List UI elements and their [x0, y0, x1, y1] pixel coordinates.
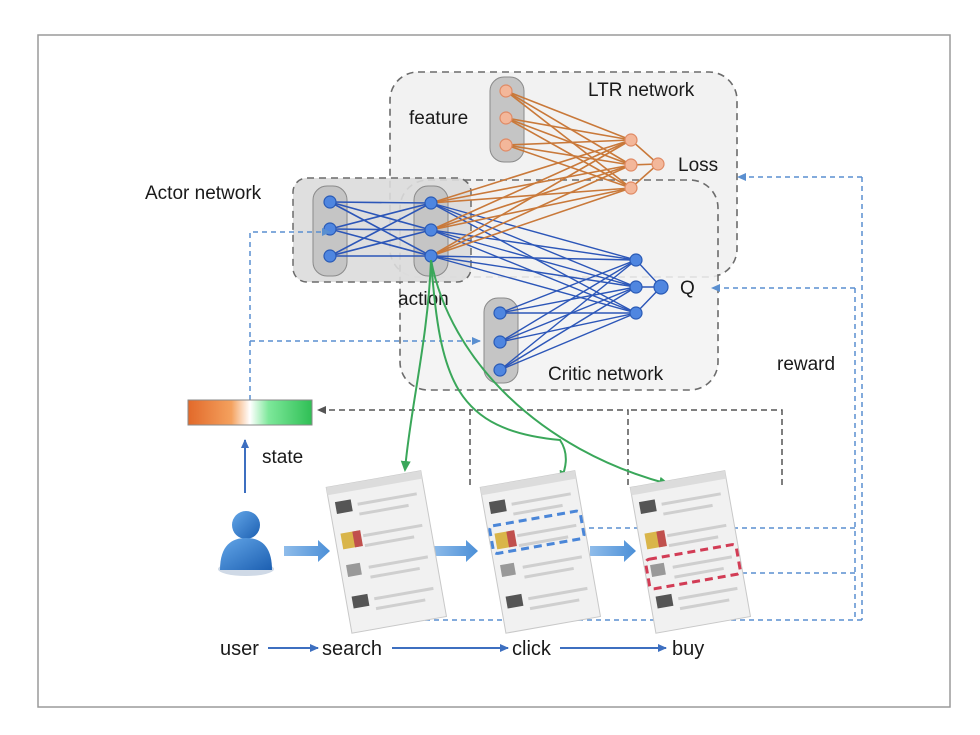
flow-buy: buy: [672, 638, 704, 660]
actor-network-label: Actor network: [145, 183, 262, 204]
action-nodes: [424, 196, 438, 263]
loss-node: [651, 157, 665, 171]
buy-page-thumbnail: [629, 470, 752, 634]
ltr-hidden-nodes: [624, 133, 638, 195]
search-page-thumbnail: [325, 470, 448, 634]
click-highlight: [488, 509, 586, 555]
q-node: [653, 279, 669, 295]
user-icon: [218, 511, 274, 576]
reward-label: reward: [777, 354, 835, 375]
feature-label: feature: [409, 108, 468, 129]
buy-highlight: [644, 543, 742, 591]
flow-search: search: [322, 638, 382, 660]
feature-nodes: [499, 84, 513, 152]
ltr-edges: [430, 90, 659, 257]
flow-click: click: [512, 638, 552, 660]
state-label: state: [262, 447, 303, 468]
critic-network-label: Critic network: [548, 364, 664, 385]
critic-input-nodes: [493, 306, 507, 377]
flow-arrows-big: [284, 540, 636, 562]
critic-hidden-nodes: [629, 253, 643, 320]
flow-user: user: [220, 638, 259, 660]
actor-edges: [329, 201, 432, 257]
ltr-network-label: LTR network: [588, 80, 695, 101]
click-page-thumbnail: [479, 470, 602, 634]
q-label: Q: [680, 278, 695, 299]
loss-label: Loss: [678, 155, 718, 176]
state-bar: [187, 399, 313, 426]
action-arrows: [400, 259, 670, 487]
action-label: action: [398, 289, 449, 310]
flow-row: user search click buy: [220, 638, 704, 660]
actor-input-nodes: [323, 195, 337, 263]
